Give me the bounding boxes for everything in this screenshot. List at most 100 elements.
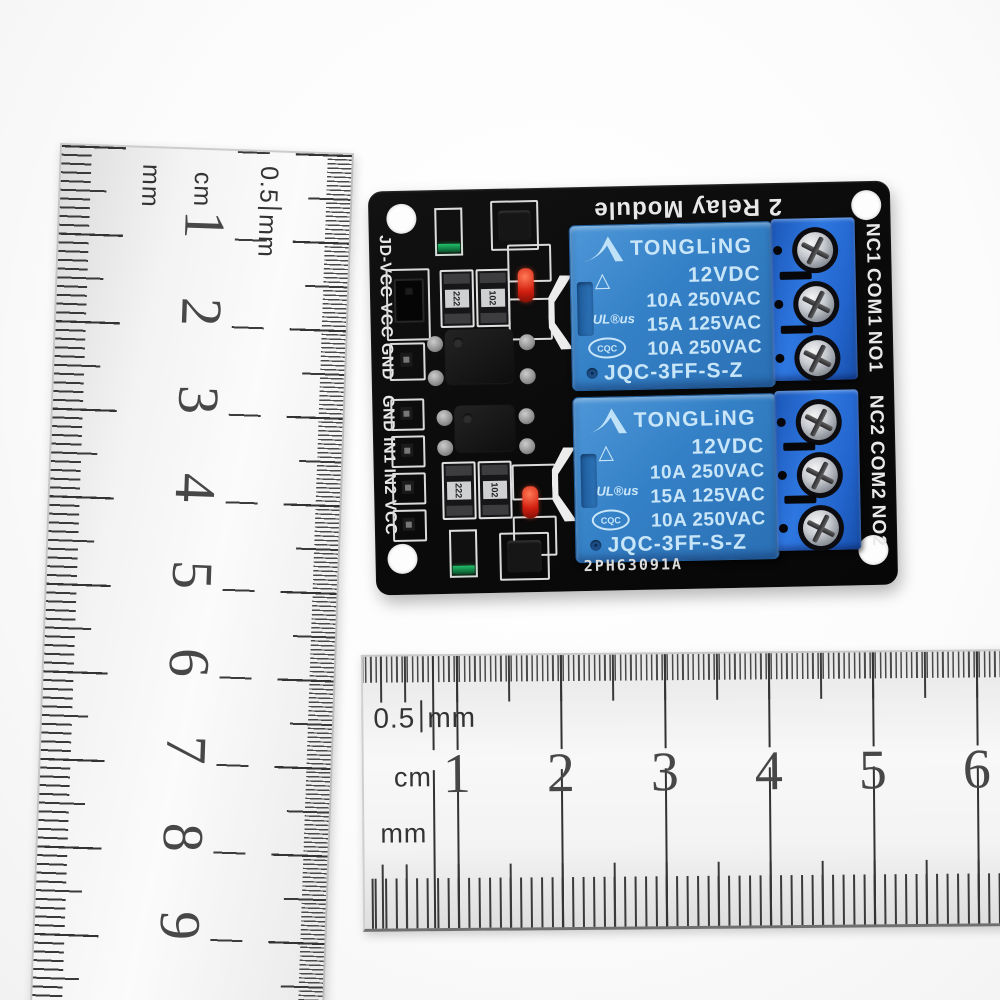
vruler-5mm-ticks <box>31 144 108 1000</box>
hruler-halfmm-ticks <box>362 651 1000 683</box>
solder-pad <box>518 408 535 425</box>
relay-module-pcb: 2 Relay Module JD-VCC VCC GND GND IN1 IN… <box>367 180 899 596</box>
tongling-logo-icon <box>583 236 624 263</box>
header-pin <box>400 406 413 420</box>
vruler-number-9: 9 <box>147 909 214 942</box>
hruler-mm-unit-label: mm <box>380 818 428 849</box>
optocoupler <box>454 404 516 452</box>
terminal-label: NO1 <box>863 330 886 374</box>
resistor-band: 102 <box>480 288 506 308</box>
terminal-hole <box>775 353 785 364</box>
resistor: 102 <box>475 268 511 328</box>
vruler-number-8: 8 <box>150 821 217 854</box>
hruler-half-unit-label: mm <box>427 701 477 734</box>
terminal-divider <box>779 271 812 280</box>
terminal-hole <box>774 299 784 310</box>
terminal-hole <box>778 523 789 533</box>
relay-brand: TONGLiNG <box>629 234 753 261</box>
terminal-divider <box>783 442 816 451</box>
resistor-label: 102 <box>487 290 499 306</box>
vruler-number-3: 3 <box>166 384 233 416</box>
terminal-block-1 <box>770 217 858 382</box>
solder-pad <box>436 409 453 427</box>
vruler-halfcm-ticks <box>279 153 352 1000</box>
relay-rating: 10A 250VAC <box>650 508 766 532</box>
terminal-label: NO2 <box>867 504 890 548</box>
resistor-label: 222 <box>451 291 463 307</box>
relay-model: JQC-3FF-S-Z <box>603 358 744 385</box>
hruler-mm-ticks <box>364 873 1000 929</box>
resistor-band: 222 <box>446 481 472 500</box>
relay-2: TONGLiNG 12VDC 10A 250VAC 15A 125VAC 10A… <box>572 393 780 564</box>
jumper-header-outline <box>385 268 431 342</box>
transistor <box>507 539 542 573</box>
terminal-screw <box>791 226 839 274</box>
relay-side-slot <box>576 281 594 337</box>
solder-pad <box>427 369 444 387</box>
vruler-half-label: 0.5 <box>254 165 284 205</box>
header-pin-outline <box>392 509 428 543</box>
hruler-label-tick <box>420 700 423 733</box>
header-pin <box>401 480 415 494</box>
tongling-logo-icon <box>586 408 627 434</box>
solder-pad <box>519 438 536 455</box>
relay-voltage: 12VDC <box>687 262 761 287</box>
vruler-mm-ticks <box>31 144 93 1000</box>
relay-rating: 15A 125VAC <box>650 484 766 508</box>
mounting-hole-bottom-left <box>387 543 418 575</box>
transistor-outline <box>499 531 550 581</box>
relay-model: JQC-3FF-S-Z <box>607 530 748 557</box>
solder-pad <box>519 368 536 385</box>
relay-1: TONGLiNG 12VDC 10A 250VAC 15A 125VAC 10A… <box>568 221 777 392</box>
vruler-cm-right-ticks <box>265 153 352 1000</box>
hruler-halfcm-ticks <box>362 651 1000 703</box>
red-led <box>522 486 539 519</box>
terminal-divider <box>780 325 813 334</box>
terminal-screw <box>797 504 845 552</box>
vruler-number-5: 5 <box>160 559 227 591</box>
vruler-number-6: 6 <box>157 647 224 679</box>
terminal-screw <box>792 280 840 328</box>
terminal-hole <box>776 417 786 427</box>
relay-brand: TONGLiNG <box>633 406 757 432</box>
hruler-number-6: 6 <box>962 738 992 801</box>
triangle-cert-icon: △ <box>598 441 614 464</box>
header-pin <box>402 517 415 531</box>
relay-voltage: 12VDC <box>691 434 765 459</box>
vruler-mm-unit-label: mm <box>135 163 166 209</box>
terminal-label: COM2 <box>866 440 889 501</box>
relay-side-slot <box>580 453 598 509</box>
terminal-screw <box>793 334 841 382</box>
terminal-labels-2: NC2 COM2 NO2 <box>864 395 889 547</box>
resistor: 102 <box>477 460 513 520</box>
header-pin <box>400 352 413 367</box>
terminal-label: NC1 <box>861 222 884 265</box>
hruler-half-label: 0.5 <box>373 702 416 734</box>
cqc-cert-mark: CQC <box>587 337 627 359</box>
optocoupler <box>444 328 514 384</box>
terminal-hole <box>773 245 783 256</box>
mounting-hole-top-left <box>386 203 417 235</box>
mounting-hole-top-right <box>850 189 882 221</box>
hruler-number-3: 3 <box>650 741 680 804</box>
relay-rating: 15A 125VAC <box>646 312 762 336</box>
header-pin <box>401 443 414 457</box>
hruler-number-5: 5 <box>858 739 888 802</box>
solder-pad <box>437 439 454 457</box>
batch-code: 2PH63091A <box>583 554 684 576</box>
horizontal-ruler: 0.5 mm cm mm 1 2 3 4 5 6 <box>360 649 1000 932</box>
relay-rating: 10A 250VAC <box>646 288 762 312</box>
solder-pad <box>426 335 444 353</box>
vruler-number-7: 7 <box>154 734 220 766</box>
board-title: 2 Relay Module <box>593 192 783 224</box>
hruler-number-4: 4 <box>754 740 784 803</box>
terminal-label: NC2 <box>865 394 888 437</box>
terminal-block-2 <box>774 389 862 552</box>
transistor <box>498 210 531 241</box>
solder-pad <box>518 334 536 351</box>
vertical-ruler: mm cm 0.5 mm 1 2 3 4 5 6 7 8 9 <box>29 142 354 1000</box>
cqc-cert-mark: CQC <box>591 509 630 531</box>
green-led <box>434 207 464 257</box>
triangle-cert-icon: △ <box>594 269 611 292</box>
